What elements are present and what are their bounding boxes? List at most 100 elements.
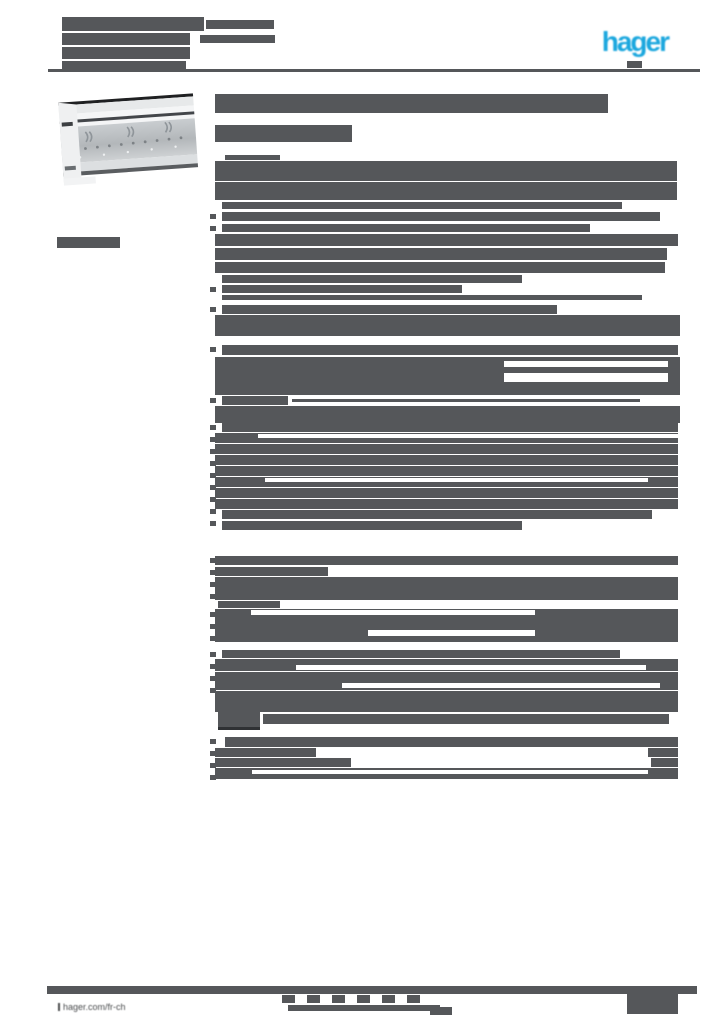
redacted-bar [210, 307, 216, 312]
redacted-bar [222, 305, 557, 314]
redacted-bar [263, 714, 669, 724]
redacted-bar [307, 995, 320, 1003]
redacted-bar [215, 466, 678, 476]
cable-trunking-photo-svg [58, 93, 199, 186]
product-image [57, 88, 200, 192]
redacted-bar [648, 748, 678, 757]
redacted-bar [215, 234, 678, 246]
redacted-bar [504, 361, 668, 367]
redacted-bar [210, 497, 216, 502]
redacted-bar [282, 995, 295, 1003]
redacted-bar [215, 455, 678, 465]
redacted-bar [210, 624, 216, 629]
redacted-bar [210, 775, 216, 780]
redacted-bar [210, 739, 216, 744]
redacted-bar [292, 399, 640, 402]
redacted-bar [215, 758, 351, 767]
redacted-bar [222, 275, 522, 283]
redacted-bar [222, 396, 288, 405]
redacted-bar [215, 406, 680, 423]
redacted-bar [215, 577, 678, 600]
redacted-bar [210, 688, 216, 693]
redacted-bar [215, 700, 678, 712]
hager-colon-mark-icon [58, 1003, 60, 1011]
redacted-bar [222, 295, 642, 300]
redacted-bar [342, 683, 660, 688]
redacted-bar [210, 398, 216, 403]
redacted-bar [215, 94, 608, 113]
redacted-bar [627, 992, 678, 1014]
redacted-bar [215, 499, 678, 509]
redacted-bar [222, 521, 522, 530]
redacted-bar [222, 650, 620, 658]
redacted-bar [215, 248, 667, 260]
redacted-bar [251, 610, 535, 615]
redacted-bar [210, 521, 216, 526]
redacted-bar [215, 262, 665, 273]
redacted-bar [62, 47, 190, 59]
redacted-bar [332, 995, 345, 1003]
redacted-bar [222, 285, 462, 293]
redacted-bar [200, 35, 275, 43]
redacted-bar [296, 665, 646, 670]
redacted-bar [430, 1007, 452, 1015]
redacted-bar [225, 737, 678, 747]
redacted-bar [651, 758, 678, 767]
redacted-bar [210, 652, 216, 657]
redacted-bar [368, 630, 535, 636]
redacted-bar [215, 433, 678, 443]
redacted-bar [210, 582, 216, 587]
redacted-bar [218, 601, 280, 608]
redacted-bar [62, 61, 186, 69]
redacted-bar [357, 995, 370, 1003]
redacted-bar [210, 676, 216, 681]
redacted-bar [215, 672, 678, 681]
redacted-bar [210, 214, 216, 219]
redacted-bar [215, 488, 678, 498]
redacted-bar [210, 558, 216, 563]
redacted-bar [210, 636, 216, 641]
footer-divider-rule [47, 986, 697, 994]
redacted-bar [222, 224, 590, 232]
redacted-bar [210, 509, 216, 514]
redacted-bar [225, 155, 280, 160]
redacted-bar [210, 763, 216, 768]
redacted-bar [252, 770, 648, 774]
header-divider-rule [48, 69, 700, 72]
redacted-bar [210, 751, 216, 756]
redacted-bar [210, 347, 216, 352]
redacted-bar [215, 477, 678, 487]
redacted-bar [57, 237, 120, 248]
redacted-bar [222, 345, 678, 355]
redacted-bar [222, 510, 652, 519]
redacted-bar [382, 995, 395, 1003]
redacted-bar [218, 703, 260, 729]
redacted-bar [210, 226, 216, 231]
redacted-bar [215, 567, 328, 576]
redacted-bar [62, 17, 204, 31]
redacted-bar [215, 125, 352, 142]
redacted-bar [218, 727, 260, 730]
redacted-bar [222, 423, 678, 432]
hager-logo: hager [601, 26, 670, 57]
redacted-bar [210, 449, 216, 454]
footer-site-link-label: hager.com/fr-ch [63, 1002, 126, 1012]
redacted-bar [210, 612, 216, 617]
redacted-bar [206, 20, 274, 29]
redacted-bar [504, 373, 668, 382]
redacted-bar [215, 556, 678, 565]
redacted-bar [258, 434, 678, 438]
footer-site-link[interactable]: hager.com/fr-ch [52, 995, 168, 1019]
redacted-bar [210, 570, 216, 575]
redacted-bar [210, 437, 216, 442]
redacted-bar [407, 995, 420, 1003]
redacted-bar [215, 444, 678, 454]
redacted-bar [222, 212, 660, 221]
redacted-bar [210, 425, 216, 430]
redacted-bar [627, 61, 642, 68]
redacted-bar [210, 287, 216, 292]
redacted-bar [62, 33, 190, 45]
redacted-bar [215, 748, 316, 757]
redacted-bar [215, 315, 680, 336]
